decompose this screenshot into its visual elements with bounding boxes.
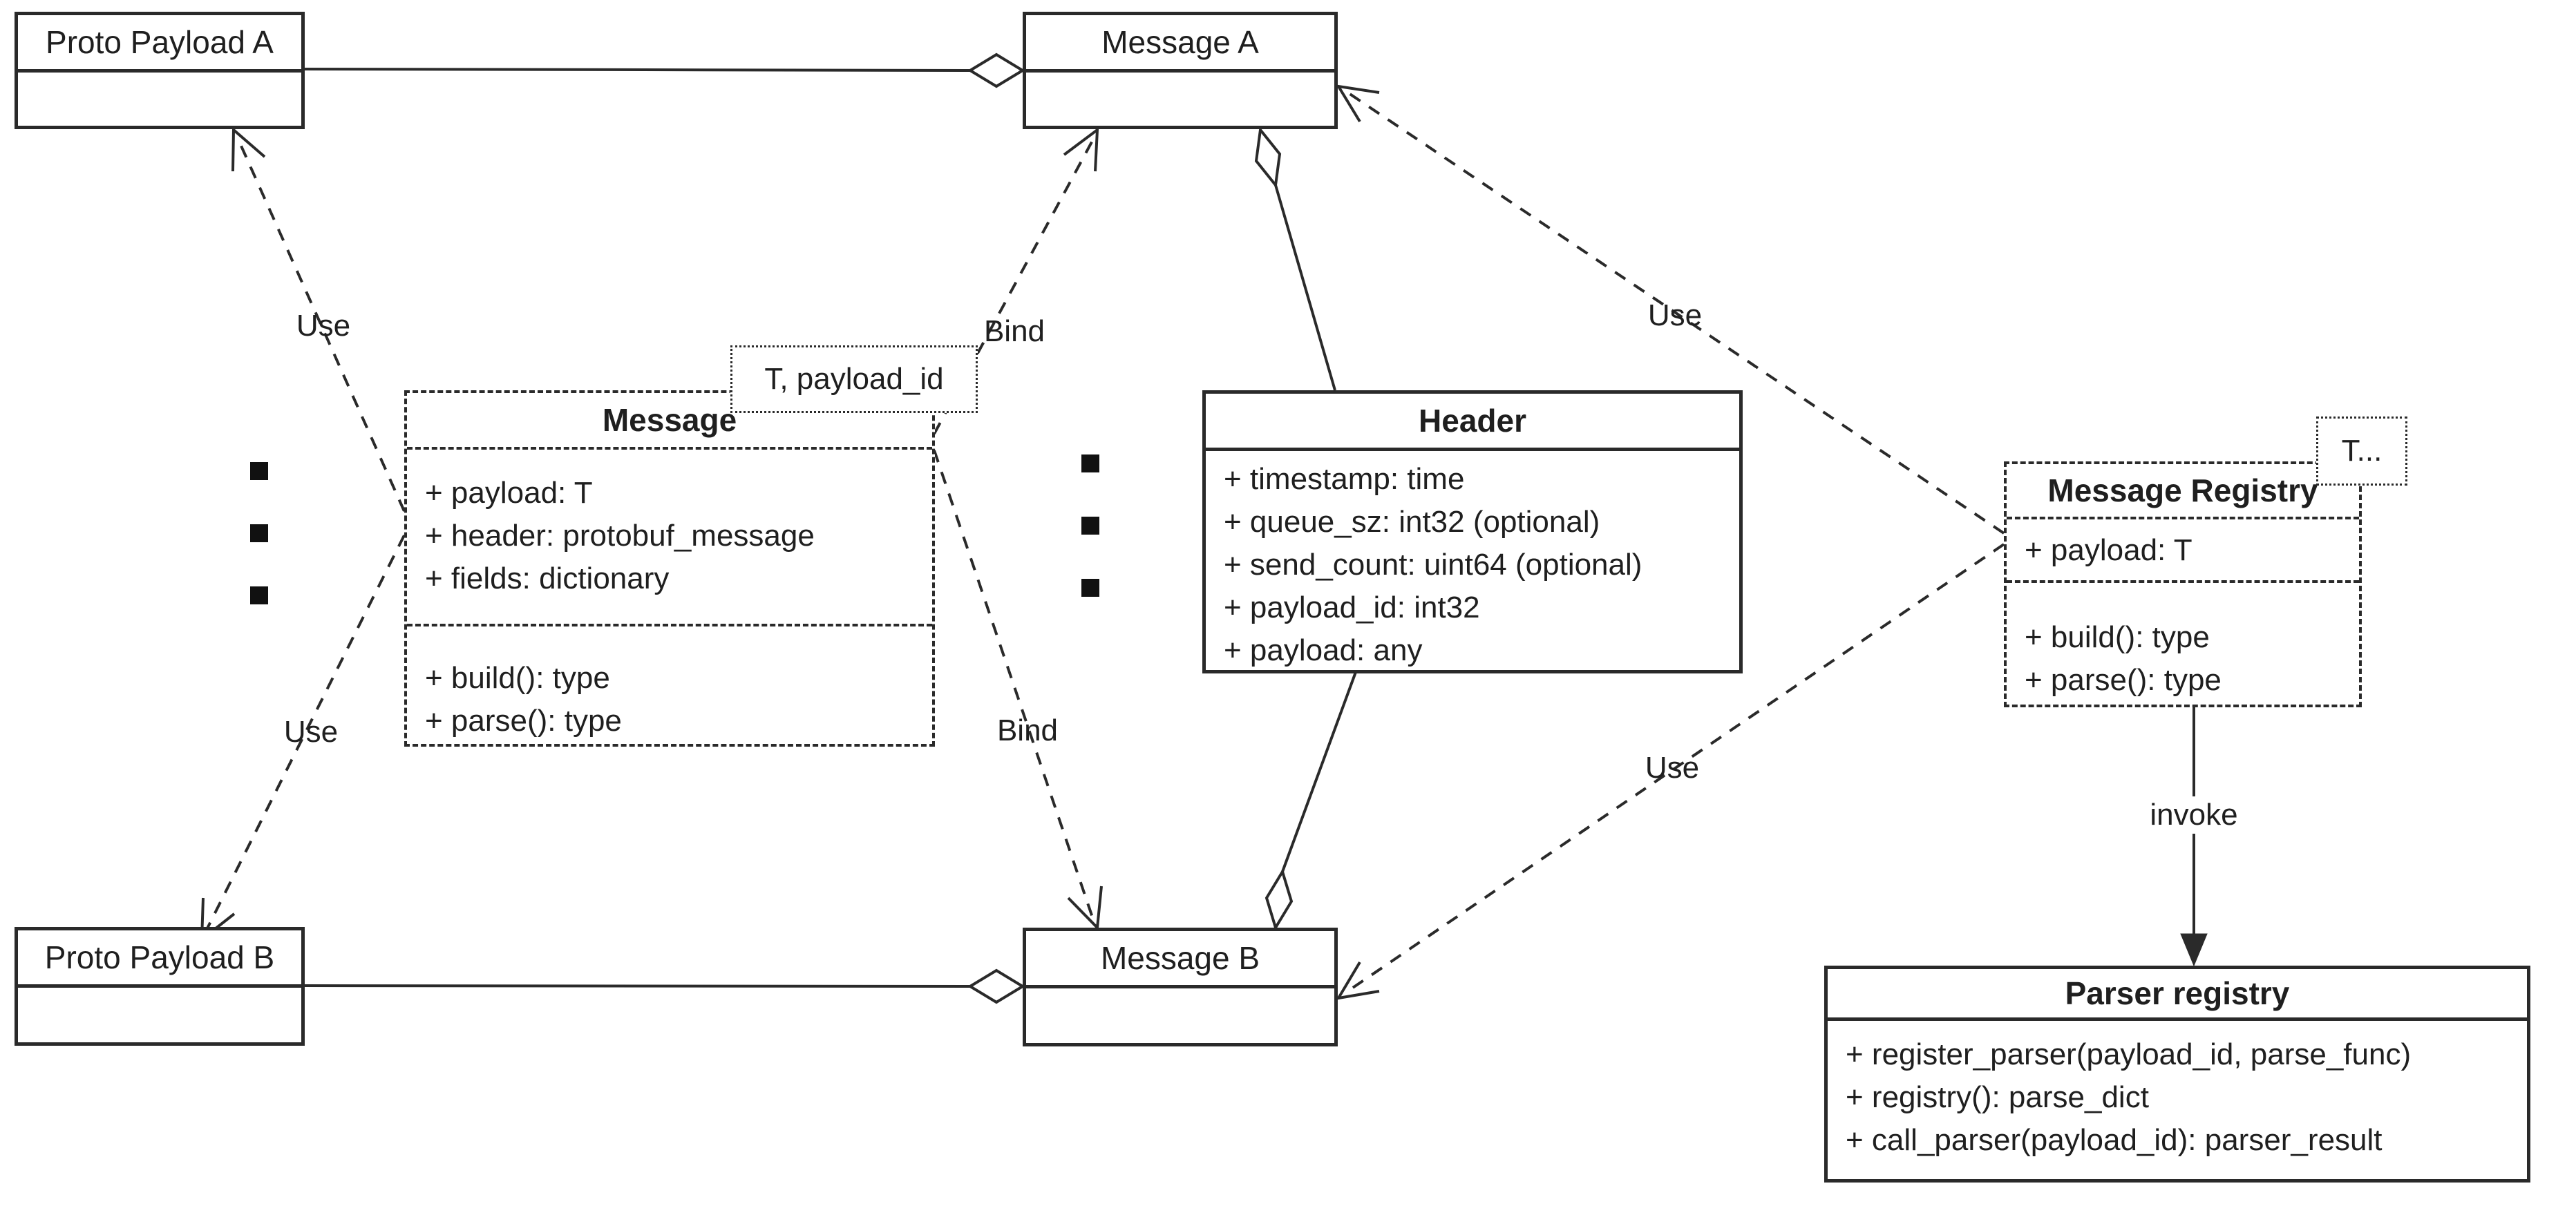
use-label: Use: [296, 309, 351, 343]
class-message-b: Message B: [1023, 928, 1338, 1046]
class-title: Message Registry: [2007, 464, 2359, 519]
attributes-compartment: + payload: T: [2007, 519, 2359, 583]
association-line-protoA-messageA: [303, 68, 972, 72]
bind-label: Bind: [983, 314, 1045, 348]
association-line-header-messageA: [1274, 184, 1336, 391]
class-message-a: Message A: [1023, 12, 1338, 129]
use-dependency-message-protoB: [205, 535, 406, 932]
ellipsis-dot-icon: [250, 586, 268, 604]
class-title: Parser registry: [1828, 969, 2527, 1021]
empty-compartment: [1026, 988, 1334, 1043]
class-proto-payload-a: Proto Payload A: [15, 12, 305, 129]
class-parser-registry: Parser registry + register_parser(payloa…: [1824, 966, 2530, 1183]
class-title: Proto Payload A: [18, 15, 301, 73]
method-row: + registry(): parse_dict: [1846, 1080, 2149, 1114]
ellipsis-dot-icon: [250, 462, 268, 480]
empty-compartment: [18, 73, 301, 126]
class-title: Message: [407, 393, 932, 450]
ellipsis-dot-icon: [1081, 517, 1099, 535]
open-arrowhead-icon: [231, 126, 266, 172]
class-proto-payload-b: Proto Payload B: [15, 927, 305, 1046]
attribute-row: + payload: T: [2025, 533, 2193, 567]
attribute-row: + queue_sz: int32 (optional): [1224, 505, 1600, 539]
ellipsis-dot-icon: [1081, 579, 1099, 597]
methods-compartment: + build(): type + parse(): type: [407, 626, 932, 743]
use-label: Use: [1645, 751, 1700, 785]
attribute-row: + timestamp: time: [1224, 462, 1465, 496]
method-row: + parse(): type: [425, 704, 622, 738]
empty-compartment: [1026, 73, 1334, 126]
aggregation-diamond-icon: [967, 968, 1025, 1004]
template-parameter-box: T, payload_id: [730, 345, 978, 413]
method-row: + build(): type: [425, 661, 610, 695]
filled-arrowhead-icon: [2180, 933, 2208, 967]
class-header: Header + timestamp: time + queue_sz: int…: [1202, 390, 1743, 673]
class-title: Message B: [1026, 931, 1334, 988]
use-label: Use: [1647, 298, 1703, 332]
class-message-registry: Message Registry + payload: T + build():…: [2004, 461, 2362, 707]
aggregation-diamond-icon: [967, 52, 1025, 88]
aggregation-diamond-icon: [1265, 868, 1294, 931]
open-arrowhead-icon: [1063, 126, 1099, 172]
method-row: + call_parser(payload_id): parser_result: [1846, 1123, 2383, 1157]
attributes-compartment: + payload: T + header: protobuf_message …: [407, 450, 932, 626]
methods-compartment: + register_parser(payload_id, parse_func…: [1828, 1021, 2527, 1162]
attribute-row: + fields: dictionary: [425, 562, 670, 595]
class-title: Proto Payload B: [18, 930, 301, 988]
class-title: Header: [1206, 394, 1739, 451]
attribute-row: + header: protobuf_message: [425, 519, 815, 553]
open-arrowhead-icon: [1336, 961, 1380, 1000]
attribute-row: + payload: any: [1224, 633, 1423, 667]
open-arrowhead-icon: [1336, 84, 1380, 123]
class-message: Message + payload: T + header: protobuf_…: [404, 390, 935, 747]
method-row: + build(): type: [2025, 620, 2210, 654]
empty-compartment: [18, 988, 301, 1042]
attributes-compartment: + timestamp: time + queue_sz: int32 (opt…: [1206, 451, 1739, 672]
bind-dependency-message-messageB: [933, 450, 1095, 922]
template-parameter-box: T...: [2316, 417, 2407, 486]
use-dependency-registry-messageB: [1343, 543, 2005, 995]
association-line-header-messageB: [1281, 671, 1357, 872]
attribute-row: + payload_id: int32: [1224, 591, 1480, 624]
attribute-row: + send_count: uint64 (optional): [1224, 548, 1642, 582]
aggregation-diamond-icon: [1254, 126, 1282, 189]
attribute-row: + payload: T: [425, 476, 593, 510]
class-title: Message A: [1026, 15, 1334, 73]
method-row: + register_parser(payload_id, parse_func…: [1846, 1037, 2412, 1071]
bind-label: Bind: [996, 714, 1059, 747]
use-label: Use: [283, 715, 339, 749]
ellipsis-dot-icon: [250, 524, 268, 542]
invoke-label: invoke: [2143, 796, 2245, 834]
use-dependency-registry-messageA: [1343, 89, 2005, 535]
method-row: + parse(): type: [2025, 663, 2222, 697]
methods-compartment: + build(): type + parse(): type: [2007, 583, 2359, 702]
ellipsis-dot-icon: [1081, 454, 1099, 472]
